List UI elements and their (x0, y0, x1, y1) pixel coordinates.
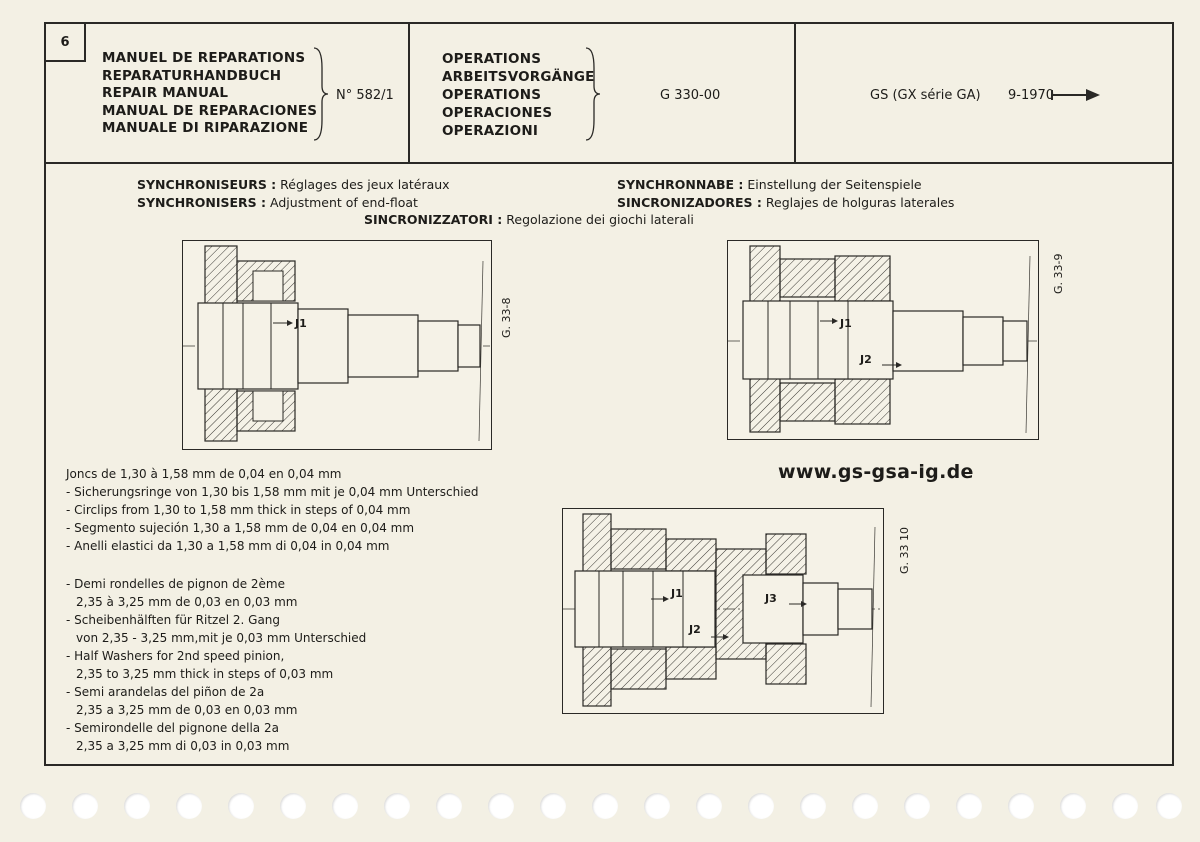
synchro-2-drawing: J1 J2 (728, 245, 1037, 434)
j2-label-fig2: J2 (859, 353, 872, 366)
binder-hole (72, 793, 98, 819)
subtitle-de: SYNCHRONNABE : Einstellung der Seitenspi… (617, 177, 922, 192)
title-es: MANUAL DE REPARACIONES (102, 102, 318, 119)
washer-fr-1: - Demi rondelles de pignon de 2ème (66, 577, 285, 591)
binder-hole (592, 793, 618, 819)
binder-hole (540, 793, 566, 819)
washer-fr-2: 2,35 à 3,25 mm de 0,03 en 0,03 mm (76, 595, 298, 609)
washer-en-1: - Half Washers for 2nd speed pinion, (66, 649, 285, 663)
j1-label-fig2: J1 (839, 317, 852, 330)
binder-hole (124, 793, 150, 819)
subtitle-it-text: Regolazione dei giochi laterali (506, 212, 694, 227)
binder-hole (852, 793, 878, 819)
binder-hole (696, 793, 722, 819)
notes-block: Joncs de 1,30 à 1,58 mm de 0,04 en 0,04 … (66, 465, 479, 755)
binder-hole (904, 793, 930, 819)
subtitle-en-text: Adjustment of end-float (270, 195, 418, 210)
operation-code: G 330-00 (660, 88, 721, 103)
washer-it-1: - Semirondelle del pignone della 2a (66, 721, 279, 735)
binder-hole (1008, 793, 1034, 819)
binder-hole (956, 793, 982, 819)
publication-date: 9-1970 (1008, 88, 1055, 103)
manual-number: N° 582/1 (336, 88, 394, 103)
title-fr: MANUEL DE REPARATIONS (102, 50, 306, 66)
operations-list: OPERATIONS ARBEITSVORGÄNGE OPERATIONS OP… (442, 50, 595, 140)
circlip-de: - Sicherungsringe von 1,30 bis 1,58 mm m… (66, 485, 479, 499)
circlip-fr: Joncs de 1,30 à 1,58 mm de 0,04 en 0,04 … (66, 467, 342, 481)
binder-hole (1112, 793, 1138, 819)
subtitle-de-label: SYNCHRONNABE : (617, 177, 744, 192)
brace-1 (313, 47, 329, 141)
binder-hole (1060, 793, 1086, 819)
subtitle-en-label: SYNCHRONISERS : (137, 195, 267, 210)
vehicle-model: GS (GX série GA) (870, 88, 981, 103)
binder-hole (748, 793, 774, 819)
washer-en-2: 2,35 to 3,25 mm thick in steps of 0,03 m… (76, 667, 334, 681)
binder-hole (384, 793, 410, 819)
website-url: www.gs-gsa-ig.de (778, 461, 974, 483)
subtitle-it: SINCRONIZZATORI : Regolazione dei giochi… (364, 212, 694, 227)
washer-de-2: von 2,35 - 3,25 mm,mit je 0,03 mm Unters… (76, 631, 367, 645)
ops-fr: OPERATIONS (442, 51, 542, 67)
header-divider-1 (408, 22, 410, 163)
subtitle-fr-label: SYNCHRONISEURS : (137, 177, 277, 192)
binder-hole (436, 793, 462, 819)
figure-synchro-3: J1 J2 J3 (562, 508, 884, 714)
figure-ref-1: G. 33-8 (500, 297, 513, 338)
binder-hole (176, 793, 202, 819)
binder-hole (644, 793, 670, 819)
binder-hole (20, 793, 46, 819)
manual-titles: MANUEL DE REPARATIONS REPARATURHANDBUCH … (102, 50, 317, 138)
page-number: 6 (46, 24, 86, 62)
binder-hole (488, 793, 514, 819)
subtitle-de-text: Einstellung der Seitenspiele (747, 177, 922, 192)
washer-it-2: 2,35 a 3,25 mm di 0,03 in 0,03 mm (76, 739, 290, 753)
binder-hole (1156, 793, 1182, 819)
header-divider-2 (794, 22, 796, 163)
subtitle-fr: SYNCHRONISEURS : Réglages des jeux latér… (137, 177, 450, 192)
binder-hole (332, 793, 358, 819)
subtitle-es-label: SINCRONIZADORES : (617, 195, 762, 210)
ops-en: OPERATIONS (442, 87, 542, 103)
washer-es-1: - Semi arandelas del piñon de 2a (66, 685, 265, 699)
ops-es: OPERACIONES (442, 105, 553, 121)
figure-ref-2: G. 33-9 (1052, 253, 1065, 294)
washer-es-2: 2,35 a 3,25 mm de 0,03 en 0,03 mm (76, 703, 298, 717)
circlip-es: - Segmento sujeción 1,30 a 1,58 mm de 0,… (66, 521, 415, 535)
header-bottom-line (44, 162, 1174, 164)
binder-hole (228, 793, 254, 819)
subtitle-en: SYNCHRONISERS : Adjustment of end-float (137, 195, 418, 210)
title-en: REPAIR MANUAL (102, 85, 229, 102)
title-it: MANUALE DI RIPARAZIONE (102, 120, 309, 137)
page-frame (44, 22, 1174, 766)
figure-synchro-1: J1 (182, 240, 492, 450)
circlip-en: - Circlips from 1,30 to 1,58 mm thick in… (66, 503, 411, 517)
ops-de: ARBEITSVORGÄNGE (442, 69, 595, 85)
brace-2 (585, 47, 601, 141)
j1-label-fig3: J1 (670, 587, 683, 600)
washer-de-1: - Scheibenhälften für Ritzel 2. Gang (66, 613, 281, 627)
ops-it: OPERAZIONI (442, 123, 539, 139)
j3-label-fig3: J3 (764, 592, 777, 605)
binder-hole (800, 793, 826, 819)
figure-ref-3: G. 33 10 (898, 526, 911, 574)
synchro-3-drawing: J1 J2 J3 (563, 513, 882, 708)
subtitle-es-text: Reglajes de holguras laterales (765, 195, 955, 210)
subtitle-fr-text: Réglages des jeux latéraux (280, 177, 450, 192)
subtitle-es: SINCRONIZADORES : Reglajes de holguras l… (617, 195, 954, 210)
j2-label-fig3: J2 (688, 623, 701, 636)
synchro-1-drawing: J1 (183, 245, 490, 442)
j1-label-fig1: J1 (294, 317, 307, 330)
title-de: REPARATURHANDBUCH (102, 67, 282, 84)
binder-hole (280, 793, 306, 819)
subtitle-it-label: SINCRONIZZATORI : (364, 212, 503, 227)
figure-synchro-2: J1 J2 (727, 240, 1039, 440)
circlip-it: - Anelli elastici da 1,30 a 1,58 mm di 0… (66, 539, 390, 553)
arrow-right-icon (1051, 89, 1100, 101)
